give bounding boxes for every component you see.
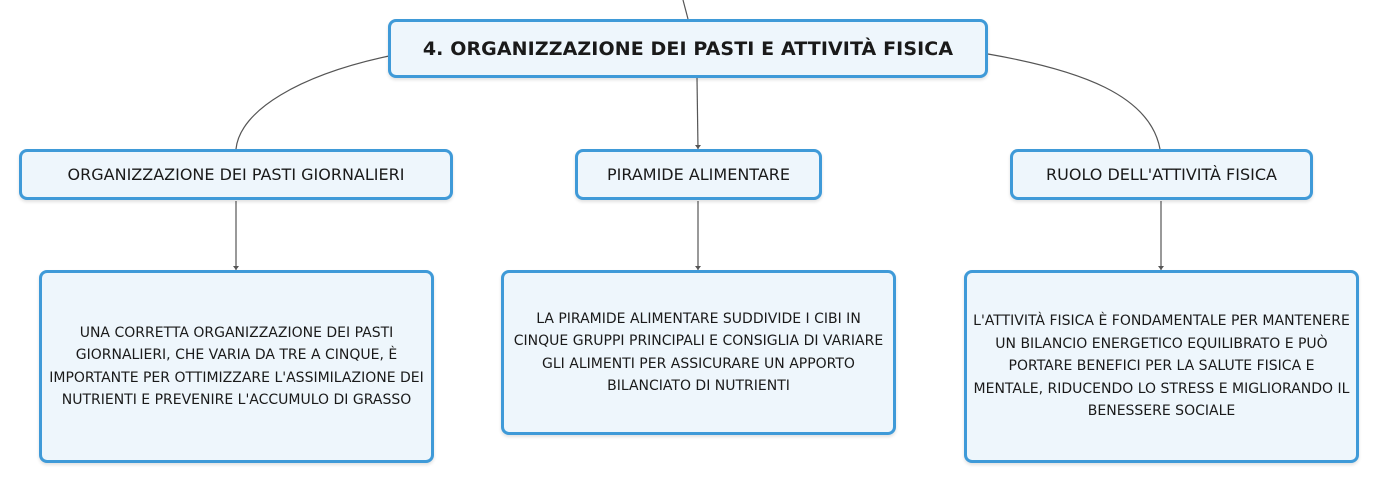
detail-text: LA PIRAMIDE ALIMENTARE SUDDIVIDE I CIBI … bbox=[513, 310, 884, 395]
detail-text: UNA CORRETTA ORGANIZZAZIONE DEI PASTI GI… bbox=[49, 324, 424, 409]
detail-organizzazione-pasti[interactable]: UNA CORRETTA ORGANIZZAZIONE DEI PASTI GI… bbox=[39, 270, 434, 463]
central-topic-label: 4. ORGANIZZAZIONE DEI PASTI E ATTIVITÀ F… bbox=[422, 37, 954, 60]
central-topic[interactable]: 4. ORGANIZZAZIONE DEI PASTI E ATTIVITÀ F… bbox=[388, 19, 988, 78]
detail-piramide-alimentare[interactable]: LA PIRAMIDE ALIMENTARE SUDDIVIDE I CIBI … bbox=[501, 270, 896, 435]
connector-parent bbox=[682, 0, 689, 20]
topic-piramide-alimentare[interactable]: PIRAMIDE ALIMENTARE bbox=[575, 149, 822, 200]
topic-ruolo-attivita-fisica[interactable]: RUOLO DELL'ATTIVITÀ FISICA bbox=[1010, 149, 1313, 200]
topic-label: PIRAMIDE ALIMENTARE bbox=[607, 165, 790, 184]
topic-organizzazione-pasti[interactable]: ORGANIZZAZIONE DEI PASTI GIORNALIERI bbox=[19, 149, 453, 200]
detail-ruolo-attivita-fisica[interactable]: L'ATTIVITÀ FISICA È FONDAMENTALE PER MAN… bbox=[964, 270, 1359, 463]
connector-central-to-topic-3 bbox=[987, 53, 1161, 150]
detail-text: L'ATTIVITÀ FISICA È FONDAMENTALE PER MAN… bbox=[973, 313, 1350, 420]
connector-central-to-topic-1 bbox=[235, 55, 390, 150]
connector-central-to-topic-2 bbox=[696, 77, 699, 150]
topic-label: ORGANIZZAZIONE DEI PASTI GIORNALIERI bbox=[67, 165, 405, 184]
topic-label: RUOLO DELL'ATTIVITÀ FISICA bbox=[1046, 165, 1277, 184]
